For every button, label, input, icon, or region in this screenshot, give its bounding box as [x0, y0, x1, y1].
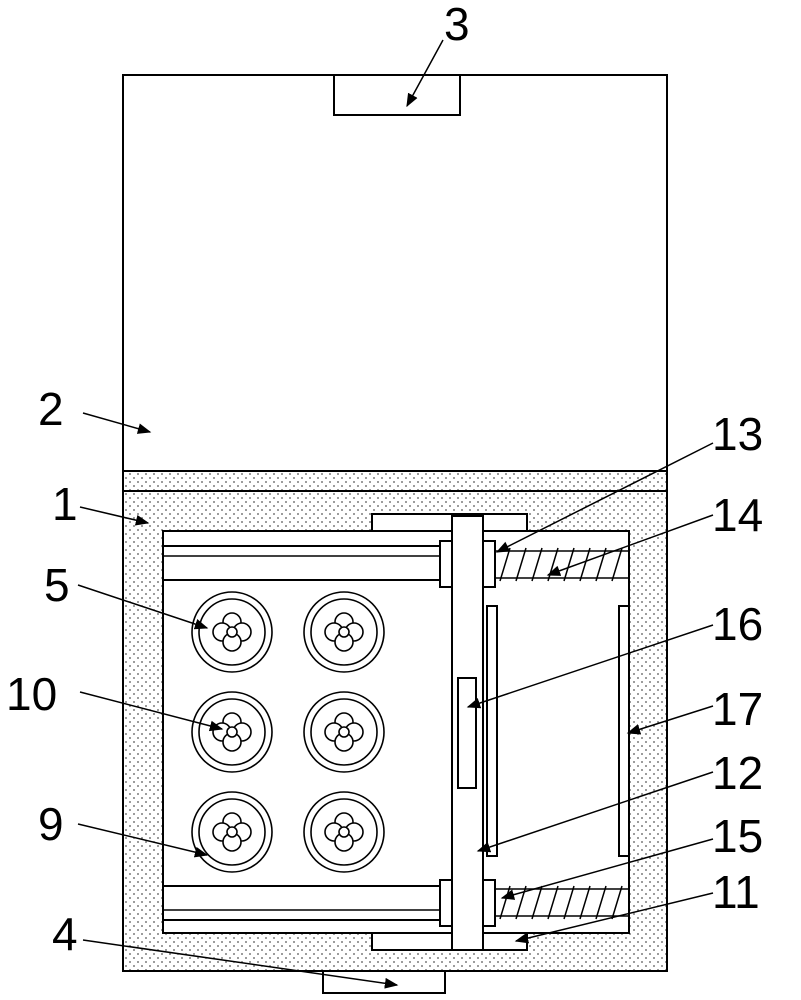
fan-hub	[226, 626, 238, 638]
fan-hub	[226, 826, 238, 838]
fan-unit	[303, 691, 385, 773]
label-15: 15	[712, 810, 763, 862]
upper-guide-block	[371, 513, 528, 532]
leader-1	[79, 506, 150, 526]
leader-5	[77, 584, 209, 630]
inner-vertical-strip	[486, 605, 498, 857]
fan-unit	[303, 791, 385, 873]
label-12: 12	[712, 747, 763, 799]
upper-left-rail	[162, 545, 448, 581]
leader-9	[77, 823, 209, 858]
lower-spring	[495, 885, 629, 920]
leader-17	[626, 705, 714, 735]
label-4: 4	[52, 908, 78, 960]
leader-4	[82, 939, 399, 989]
fan-unit	[191, 691, 273, 773]
label-17: 17	[712, 683, 763, 735]
leader-11	[514, 892, 714, 944]
upper-spring	[495, 547, 629, 582]
leader-13	[495, 442, 714, 553]
label-3: 3	[444, 0, 470, 50]
fan-unit	[191, 591, 273, 673]
label-10: 10	[6, 668, 57, 720]
lower-spring-seat	[482, 879, 496, 927]
leader-12	[476, 771, 714, 853]
lower-left-rail	[162, 885, 448, 921]
lower-guide-block	[371, 932, 528, 951]
lower-left-rail-cap	[439, 879, 453, 927]
label-1: 1	[52, 478, 78, 530]
leader-3	[406, 39, 444, 108]
leader-14	[546, 514, 714, 576]
label-5: 5	[44, 559, 70, 611]
upper-left-rail-cap	[439, 540, 453, 588]
fan-unit	[303, 591, 385, 673]
right-vertical-strip	[618, 605, 630, 857]
fan-units	[191, 591, 385, 873]
label-13: 13	[712, 408, 763, 460]
fan-hub	[338, 826, 350, 838]
label-9: 9	[38, 798, 64, 850]
upper-spring-seat	[482, 540, 496, 588]
leader-15	[500, 838, 714, 900]
fan-hub	[226, 726, 238, 738]
fan-unit	[191, 791, 273, 873]
bottom-foot	[322, 970, 446, 994]
lid-body	[122, 74, 668, 472]
leader-10	[79, 691, 224, 732]
leader-16	[466, 624, 714, 709]
top-handle	[333, 74, 461, 116]
fan-hub	[338, 726, 350, 738]
plate-slot	[457, 677, 477, 789]
label-14: 14	[712, 489, 763, 541]
leader-2	[82, 412, 152, 434]
label-16: 16	[712, 598, 763, 650]
label-2: 2	[38, 383, 64, 435]
label-11: 11	[712, 866, 760, 918]
fan-hub	[338, 626, 350, 638]
